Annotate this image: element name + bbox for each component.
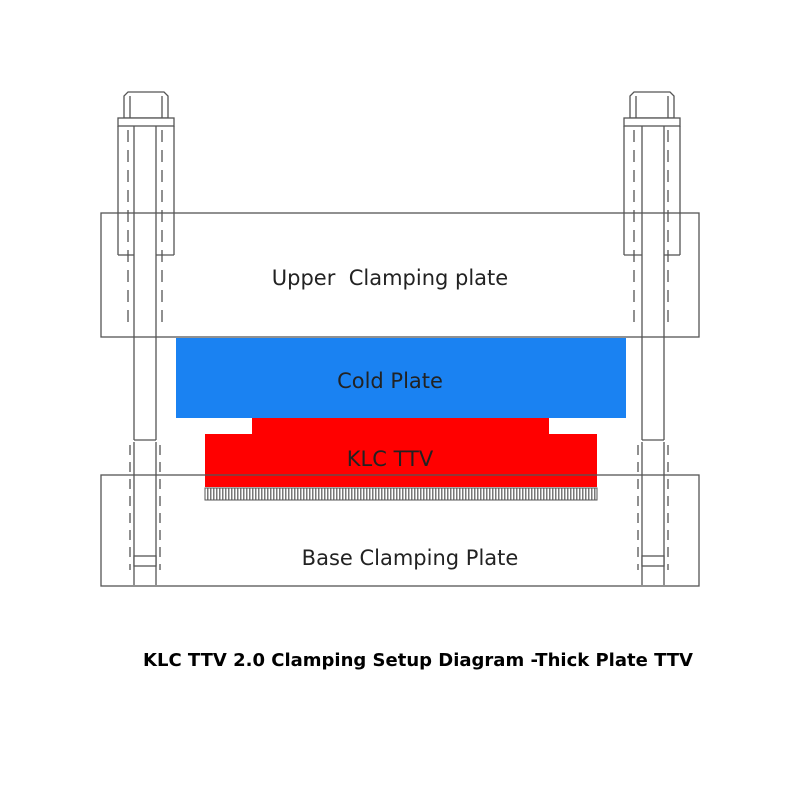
- klc-ttv: [205, 418, 597, 487]
- right-bolt: [623, 91, 681, 585]
- cold-plate-label: Cold Plate: [337, 369, 443, 393]
- base-clamping-plate: [100, 474, 700, 587]
- cold-plate: [176, 338, 626, 418]
- left-bolt: [117, 91, 175, 585]
- klc-ttv-label: KLC TTV: [347, 447, 434, 471]
- base-plate-label: Base Clamping Plate: [302, 546, 519, 570]
- upper-plate-label: Upper Clamping plate: [272, 266, 508, 290]
- diagram-caption: KLC TTV 2.0 Clamping Setup Diagram -Thic…: [143, 650, 693, 671]
- thermal-interface-strip: [204, 487, 598, 501]
- upper-clamping-plate: [100, 212, 700, 338]
